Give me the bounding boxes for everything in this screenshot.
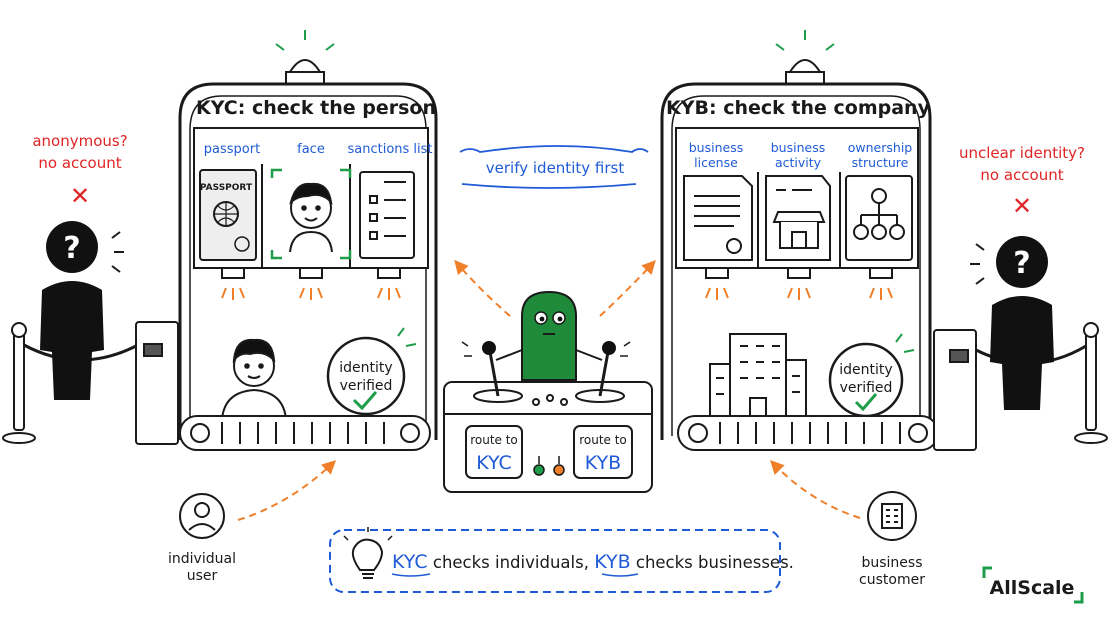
summary-part2: checks businesses.: [631, 553, 794, 572]
kyb-check-activity-line2: activity: [775, 155, 822, 170]
router-small-buttons: [532, 394, 568, 406]
kyb-check-ownership-line1: ownership: [848, 140, 913, 155]
left-reject-x-icon: ✕: [70, 182, 90, 210]
passport-icon: [199, 169, 257, 261]
arrow-user-to-kyc: [237, 460, 337, 521]
orange-indicator-light: [553, 464, 565, 476]
business-line2: customer: [859, 572, 925, 588]
kyb-title: KYB: check the company: [666, 97, 931, 119]
kyb-check-license-line1: business: [689, 140, 743, 155]
kyb-conveyor-belt: [677, 415, 939, 451]
right-reject-x-icon: ✕: [1012, 192, 1032, 220]
route-to-kyb-panel[interactable]: [573, 425, 633, 479]
kyc-conveyor-belt: [179, 415, 431, 451]
route-kyb-small: route to: [579, 433, 627, 447]
business-line1: business: [861, 555, 922, 571]
route-kyb-big: KYB: [585, 452, 621, 474]
left-joystick-icon[interactable]: [482, 341, 496, 355]
kyc-check-face-label: face: [297, 142, 325, 157]
kyb-check-activity-line1: business: [771, 140, 825, 155]
checklist-icon: [359, 171, 415, 259]
left-turnstile: [135, 321, 179, 445]
arrow-to-kyc: [454, 259, 511, 317]
kyb-badge-line1: identity: [839, 362, 892, 378]
kyc-identity-verified-badge: [326, 327, 417, 416]
passport-doc-text: PASSPORT: [200, 183, 253, 193]
center-label-frame: [459, 145, 649, 189]
brand-name: AllScale: [990, 577, 1075, 599]
kyc-badge-line2: verified: [340, 378, 393, 394]
kyb-scanner-lights: [705, 267, 893, 300]
arrow-business-to-kyb: [770, 459, 861, 519]
route-kyc-big: KYC: [476, 452, 512, 474]
kyc-badge-line1: identity: [339, 360, 392, 376]
kyc-title: KYC: check the person: [196, 97, 436, 119]
storefront-icon: [765, 175, 831, 261]
question-mark-icon: ?: [63, 231, 80, 266]
summary-box: [329, 529, 781, 593]
kyb-badge-line2: verified: [840, 380, 893, 396]
left-rope-barrier: [2, 322, 139, 444]
route-to-kyc-panel[interactable]: [465, 425, 523, 479]
anonymous-person-left: ?: [40, 221, 124, 400]
green-mascot: [461, 290, 631, 381]
right-turnstile: [933, 329, 977, 451]
org-chart-icon: [845, 175, 913, 261]
individual-user-icon: [179, 493, 225, 539]
individual-line2: user: [187, 568, 218, 584]
summary-kyc: KYC: [392, 551, 428, 573]
allscale-logo: [982, 566, 1084, 604]
kyc-check-passport-label: passport: [204, 142, 260, 157]
kyc-scanner-lights: [221, 267, 401, 300]
question-mark-icon: ?: [1013, 246, 1030, 281]
kyb-check-ownership-line2: structure: [852, 155, 909, 170]
left-reject-line2: no account: [38, 154, 121, 172]
summary-text: KYC checks individuals, KYB checks busin…: [392, 551, 794, 573]
license-document-icon: [683, 175, 753, 261]
office-building-icon: [709, 333, 807, 421]
kyc-check-sanctions-label: sanctions list: [347, 142, 432, 157]
verified-person: [220, 338, 288, 421]
kyb-identity-verified-badge: [828, 333, 915, 418]
anonymous-person-right: ?: [970, 236, 1054, 410]
route-kyc-small: route to: [470, 433, 518, 447]
arrow-to-kyb: [599, 259, 656, 317]
summary-part1: checks individuals,: [428, 553, 595, 572]
center-label: verify identity first: [486, 159, 625, 177]
kyb-check-license-line2: license: [694, 155, 738, 170]
face-icon: [270, 168, 352, 260]
individual-line1: individual: [168, 551, 236, 567]
business-customer-icon: [867, 491, 917, 541]
right-reject-line1: unclear identity?: [959, 144, 1085, 162]
lightbulb-icon: [343, 527, 393, 579]
green-indicator-light: [533, 464, 545, 476]
right-reject-line2: no account: [980, 166, 1063, 184]
left-reject-line1: anonymous?: [32, 132, 127, 150]
right-joystick-icon[interactable]: [602, 341, 616, 355]
summary-kyb: KYB: [594, 551, 630, 573]
